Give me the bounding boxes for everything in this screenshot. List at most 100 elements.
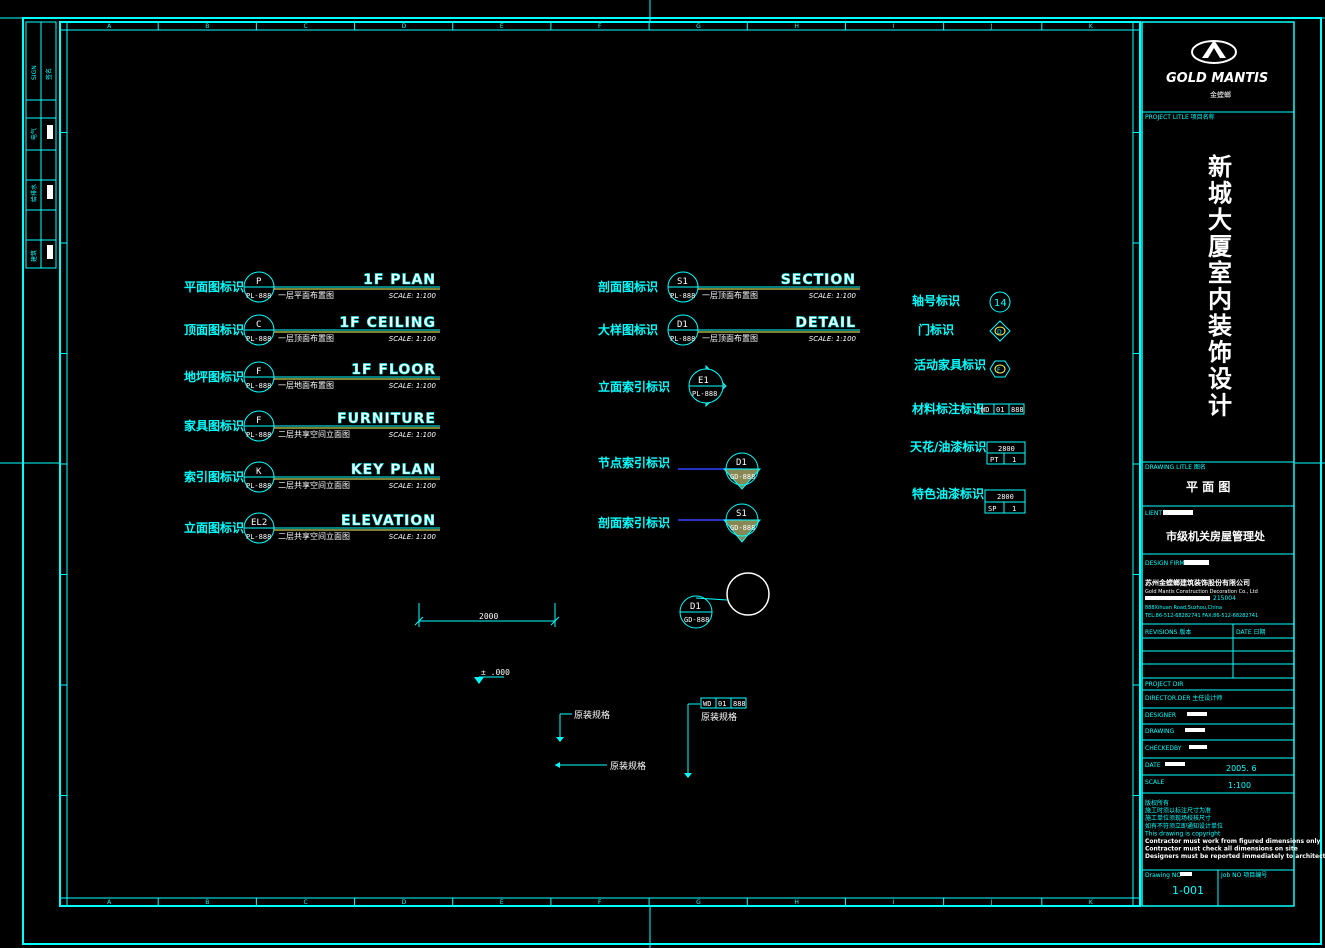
section-index-symbol[interactable]: 剖面索引标识 S1 GD-888 xyxy=(598,503,762,543)
symbol-ref: PL-888 xyxy=(246,382,271,390)
strip-label-architecture: 建筑 xyxy=(30,250,38,262)
date-value: 2005. 6 xyxy=(1226,764,1257,773)
symbol-desc: 一层顶面布置图 xyxy=(278,333,334,343)
node-index-symbol[interactable]: 节点索引标识 D1 GD-888 xyxy=(598,452,762,490)
symbol-code: K xyxy=(256,467,262,477)
note-line: Contractor must check all dimensions on … xyxy=(1145,846,1298,853)
elevation-index-label: 立面索引标识 xyxy=(598,379,670,394)
column-letter-top: A xyxy=(107,23,112,30)
column-letter-bottom: A xyxy=(107,899,112,906)
detail-circle-code: D1 xyxy=(690,602,701,612)
symbol-scale: SCALE: 1:100 xyxy=(389,335,437,343)
column-letter-bottom: G xyxy=(696,899,701,906)
column-letter-top: D xyxy=(402,23,407,30)
leader-annotation-3[interactable]: WD 01 888 原装规格 xyxy=(684,697,747,778)
node-index-ref: GD-888 xyxy=(730,473,755,481)
section-index-label: 剖面索引标识 xyxy=(598,515,670,530)
legend-feature-paint[interactable]: 特色油漆标识 2800 SP 1 xyxy=(912,486,1026,514)
legend-label-furniture: 活动家具标识 xyxy=(914,357,986,372)
design-firm-label: DESIGN FIRM xyxy=(1145,560,1185,567)
legend-feature-top: 2800 xyxy=(997,493,1014,501)
symbol-title: ELEVATION xyxy=(341,513,436,529)
symbol-desc: 一层顶面布置图 xyxy=(702,333,758,343)
detail-circle-ref: GD-888 xyxy=(684,616,709,624)
column-letter-bottom: E xyxy=(500,899,504,906)
symbol-desc: 二层共享空间立面图 xyxy=(278,531,350,541)
legend-label-axis: 轴号标识 xyxy=(912,293,960,308)
symbol-label: 剖面图标识 xyxy=(598,279,658,294)
legend-label-material: 材料标注标识 xyxy=(911,401,984,416)
symbol-ref: PL-888 xyxy=(246,335,271,343)
detail-circle-symbol[interactable]: D1 GD-888 xyxy=(679,572,770,629)
symbol-code: D1 xyxy=(677,320,688,330)
symbol-label: 立面图标识 xyxy=(184,520,244,535)
legend-feature-b0: SP xyxy=(988,505,996,513)
strip-label-sign: SIGN xyxy=(31,65,38,80)
date-col-label: DATE 日期 xyxy=(1236,628,1266,636)
note-line: 施工单位须现场校核尺寸 xyxy=(1145,814,1211,822)
symbol-ref: PL-888 xyxy=(246,482,271,490)
legend-feature-b1: 1 xyxy=(1012,505,1016,513)
dimension-annotation[interactable]: 2000 xyxy=(414,603,560,627)
symbol-title: KEY PLAN xyxy=(351,462,436,478)
legend-door[interactable]: 门标识 D xyxy=(918,320,1011,342)
note-line: Contractor must work from figured dimens… xyxy=(1145,838,1321,845)
client-label: LIENT xyxy=(1145,510,1162,517)
symbol-scale: SCALE: 1:100 xyxy=(389,482,437,490)
leader-annotation-1[interactable]: 原装规格 xyxy=(556,709,610,742)
symbol-title: 1F FLOOR xyxy=(351,362,436,378)
legend-axis-number[interactable]: 轴号标识 14 xyxy=(912,291,1011,313)
column-letter-top: B xyxy=(205,23,209,30)
legend-material[interactable]: 材料标注标识 WD 01 888 xyxy=(911,401,1025,416)
symbol-ref: PL-888 xyxy=(670,292,695,300)
level-mark[interactable]: ± .000 xyxy=(474,668,510,684)
date-label: DATE xyxy=(1145,762,1161,769)
symbol-code: EL2 xyxy=(251,518,267,528)
symbol-scale: SCALE: 1:100 xyxy=(809,292,857,300)
legend-material-tag-1: 01 xyxy=(996,406,1004,414)
leader-tag-2: 888 xyxy=(733,700,746,708)
symbol-label: 家具图标识 xyxy=(184,418,244,433)
symbol-label: 索引图标识 xyxy=(184,469,244,484)
legend-ceiling-b0: PT xyxy=(990,456,999,464)
elevation-index-symbol[interactable]: 立面索引标识 E1 PL-888 xyxy=(598,364,727,408)
strip-label-electrical: 电气 xyxy=(30,128,38,140)
drawing-no-label: Drawing NO xyxy=(1145,872,1181,879)
left-signature-strip: SIGN 签名 电气 给排水 建筑 xyxy=(25,21,57,269)
firm-name-cn: 苏州金螳螂建筑装饰股份有限公司 xyxy=(1145,578,1250,587)
symbol-code: F xyxy=(256,367,261,377)
legend-ceiling-paint[interactable]: 天花/油漆标识 2800 PT 1 xyxy=(910,439,1026,465)
leader-text-3: 原装规格 xyxy=(701,711,737,723)
director-label: DIRECTOR.DER 主任设计师 xyxy=(1145,694,1222,702)
column-letter-top: F xyxy=(598,23,602,30)
leader-tag-1: 01 xyxy=(718,700,726,708)
column-letter-bottom: B xyxy=(205,899,209,906)
symbol-label: 大样图标识 xyxy=(598,322,658,337)
drawing-number: 1-001 xyxy=(1172,884,1204,897)
revisions-label: REVISIONS 版本 xyxy=(1145,628,1191,636)
strip-label-signature: 签名 xyxy=(45,68,53,80)
legend-label-ceiling: 天花/油漆标识 xyxy=(910,439,986,454)
firm-name-en: Gold Mantis Construction Decoration Co.,… xyxy=(1145,589,1258,595)
symbol-scale: SCALE: 1:100 xyxy=(389,431,437,439)
leader-annotation-2[interactable]: 原装规格 xyxy=(555,760,646,772)
column-letter-top: I xyxy=(893,23,895,30)
column-letter-bottom: H xyxy=(794,899,799,906)
firm-address: 888Xihuan Road,Suzhou,China xyxy=(1145,605,1222,611)
level-text: ± .000 xyxy=(481,668,510,677)
symbol-scale: SCALE: 1:100 xyxy=(809,335,857,343)
symbol-code: S1 xyxy=(677,277,688,287)
section-index-code: S1 xyxy=(736,509,747,519)
column-letter-top: C xyxy=(303,23,307,30)
checked-label: CHECKEDBY xyxy=(1145,745,1182,752)
legend-furniture[interactable]: 活动家具标识 F xyxy=(914,357,1011,378)
